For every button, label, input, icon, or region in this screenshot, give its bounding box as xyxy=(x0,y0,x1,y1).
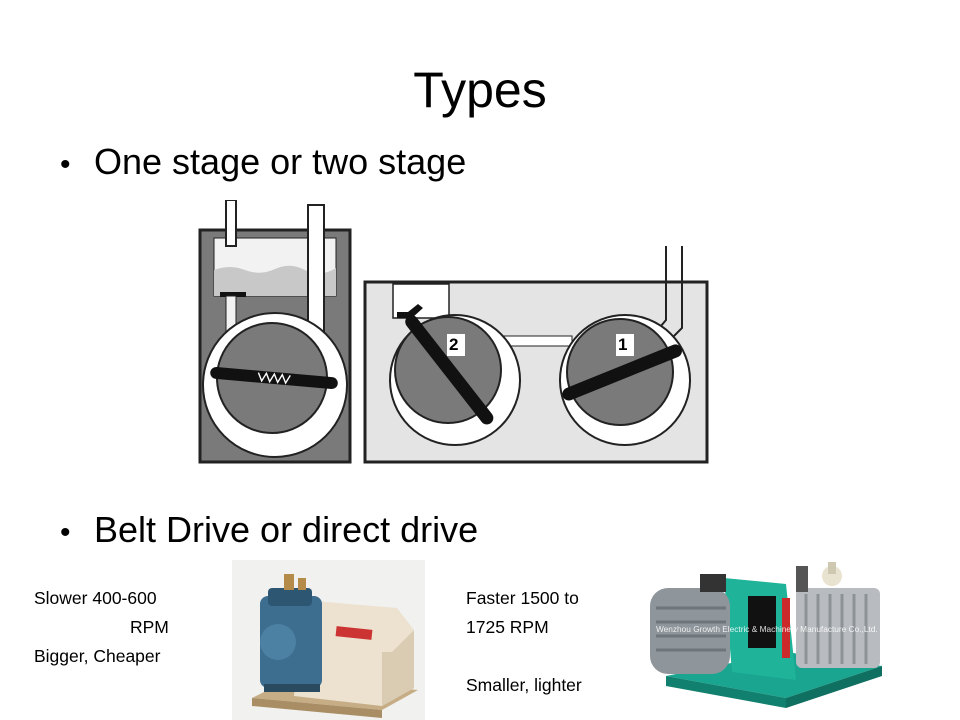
bullet-text: One stage or two stage xyxy=(94,141,467,182)
direct-drive-pump-photo: Wenzhou Growth Electric & Machinery Manu… xyxy=(636,548,898,720)
bullet-marker: • xyxy=(60,148,71,181)
belt-drive-pump-photo xyxy=(232,560,425,720)
bullet-text: Belt Drive or direct drive xyxy=(94,509,479,550)
bullet-stage-types: • One stage or two stage xyxy=(60,140,466,187)
photo-watermark: Wenzhou Growth Electric & Machinery Manu… xyxy=(656,624,878,634)
two-stage-pump xyxy=(363,246,709,464)
pump-stage-diagram: 2 1 xyxy=(198,200,709,464)
belt-drive-caption: Slower 400-600 RPM Bigger, Cheaper xyxy=(34,584,189,671)
caption-line: Slower 400-600 xyxy=(34,588,157,608)
caption-line: Faster 1500 to xyxy=(466,588,579,608)
caption-line: Smaller, lighter xyxy=(466,675,582,695)
caption-line: 1725 RPM xyxy=(466,617,549,637)
slide-title: Types xyxy=(413,62,547,118)
stage-label-2: 2 xyxy=(449,335,458,354)
bullet-drive-types: • Belt Drive or direct drive xyxy=(60,508,478,555)
single-stage-pump xyxy=(198,200,352,464)
stage-label-bg xyxy=(447,334,465,356)
direct-drive-caption: Faster 1500 to 1725 RPM Smaller, lighter xyxy=(466,584,616,700)
caption-line: RPM xyxy=(130,617,169,637)
caption-line xyxy=(466,642,616,671)
caption-line: Bigger, Cheaper xyxy=(34,646,161,666)
stage-label-bg xyxy=(616,334,634,356)
bullet-marker: • xyxy=(60,516,71,549)
stage-label-1: 1 xyxy=(618,335,627,354)
